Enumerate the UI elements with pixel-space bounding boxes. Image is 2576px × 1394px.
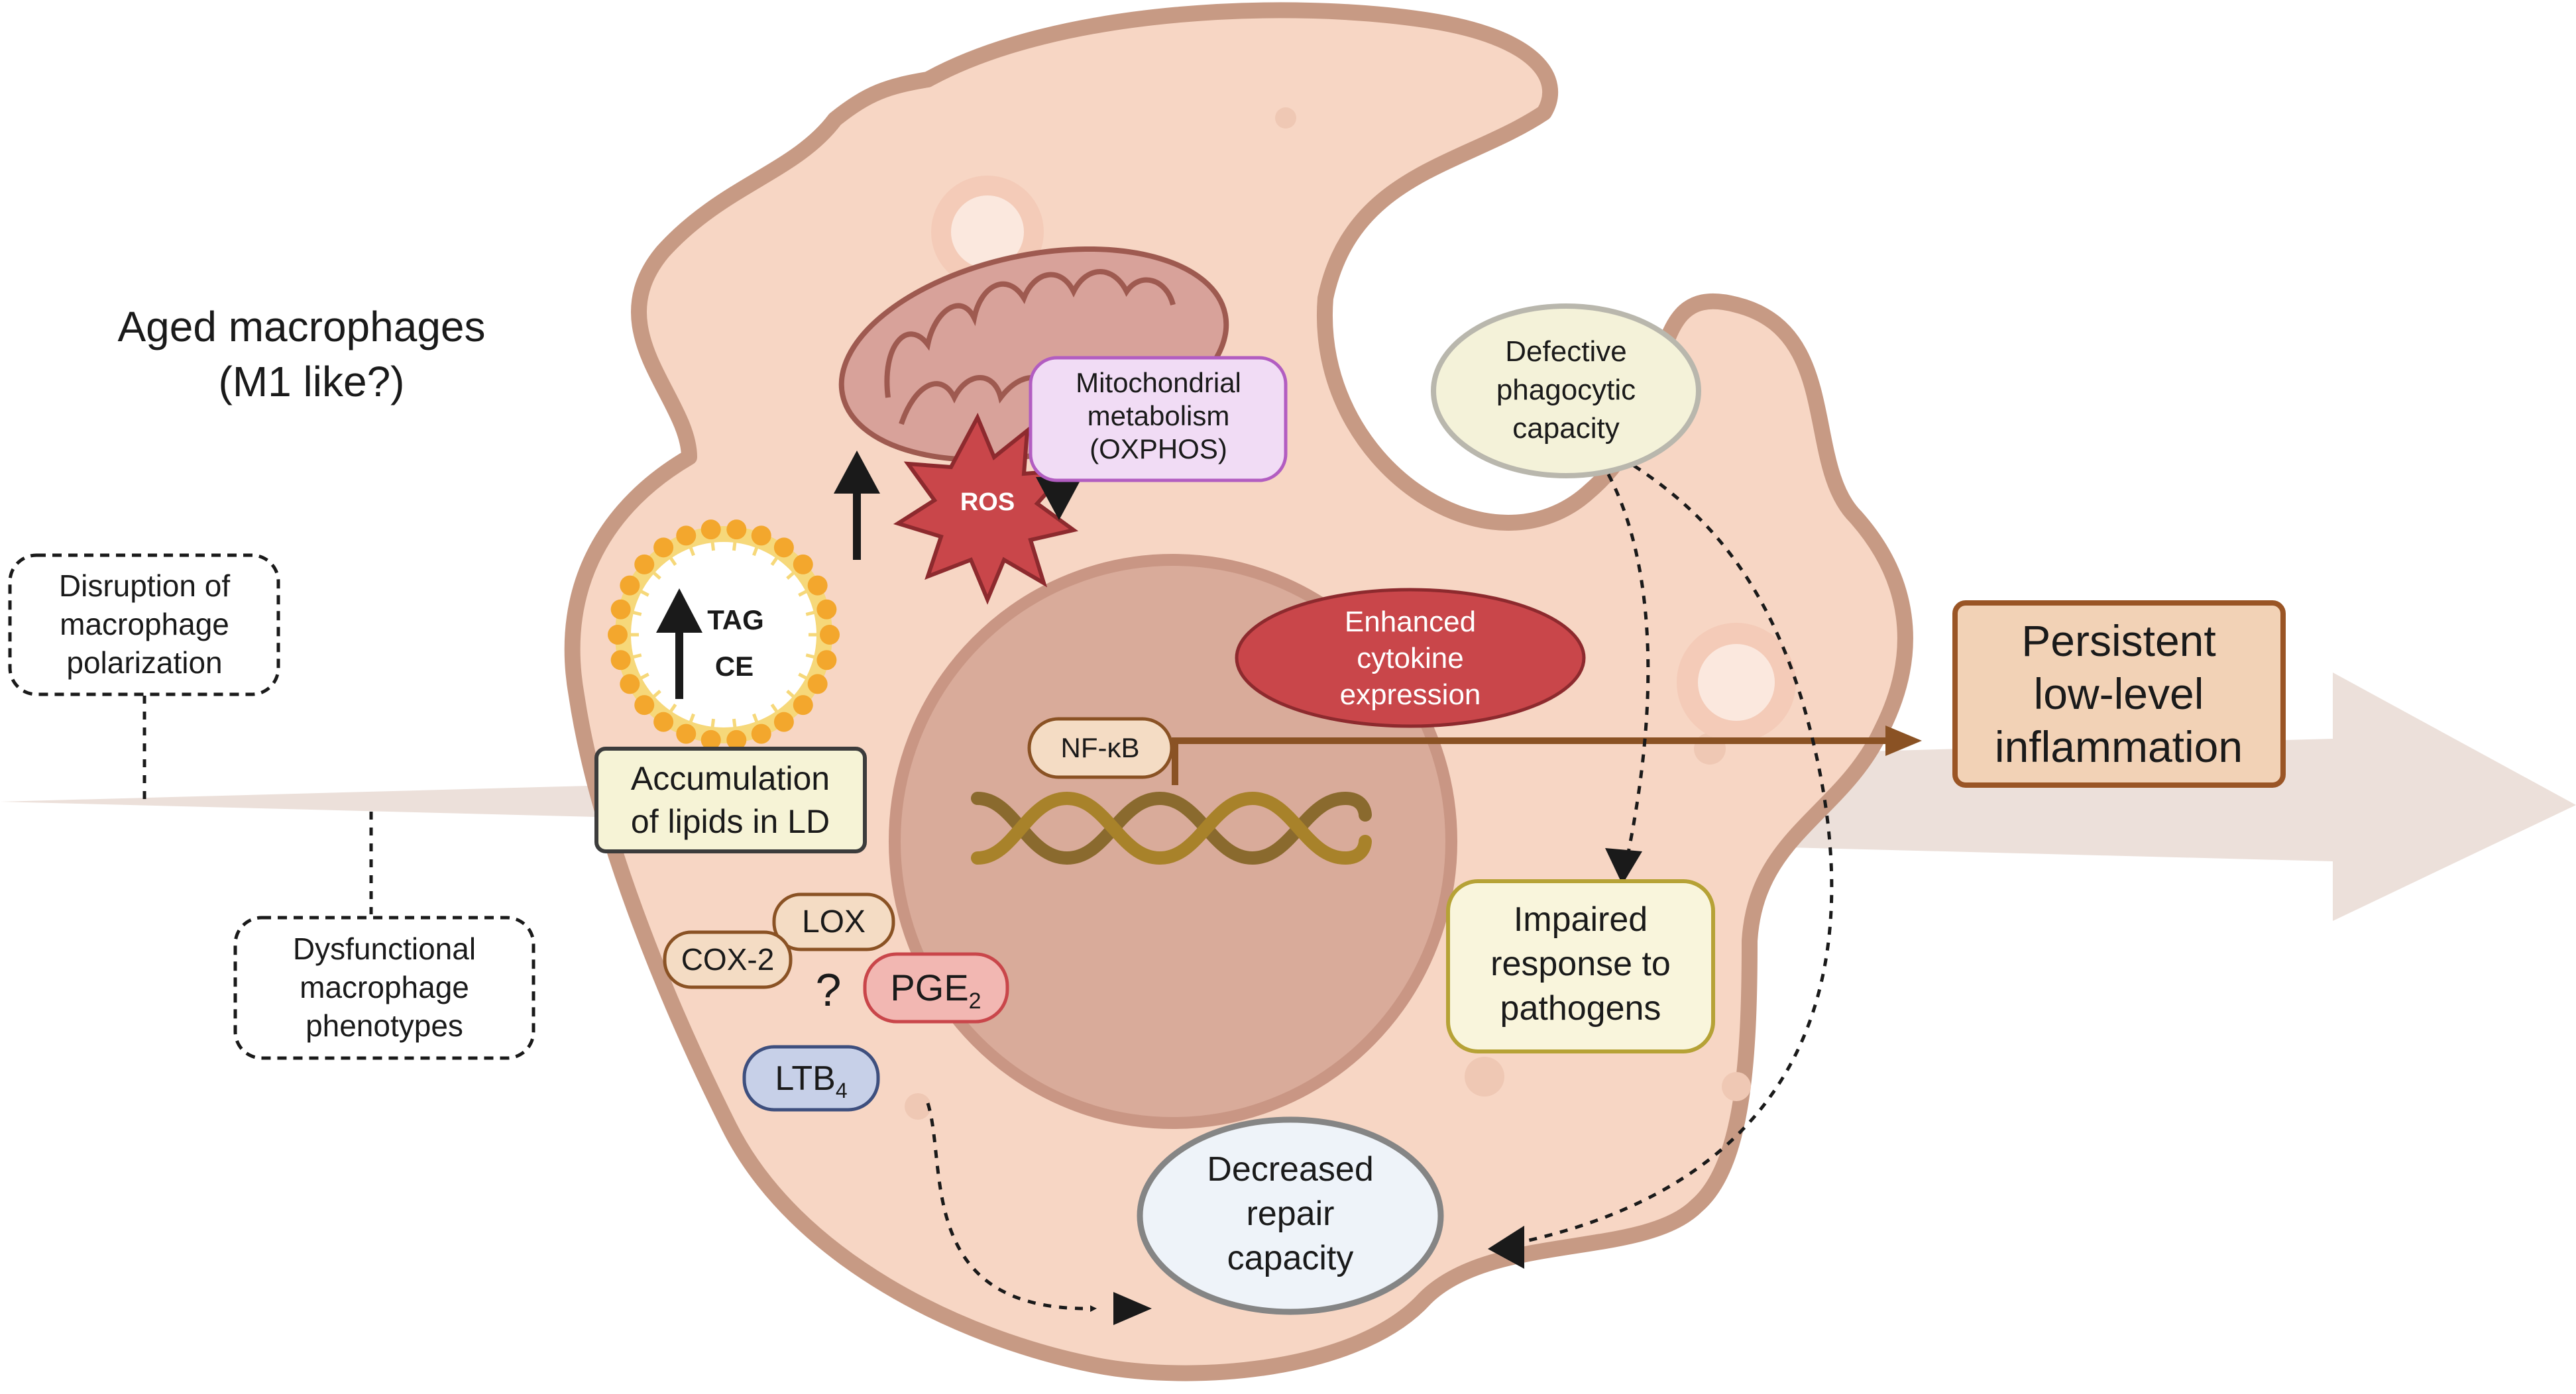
polarization-box: Disruption of macrophage polarization <box>8 553 280 696</box>
phagocytic-repair-arrowhead <box>1488 1226 1524 1269</box>
lipid-head <box>700 519 721 540</box>
lipid-head <box>653 537 674 558</box>
phagocytic-line2: phagocytic <box>1496 374 1636 406</box>
dotted-connectors <box>142 455 1834 1313</box>
lipid-head <box>793 695 813 716</box>
ltb4-base: LTB <box>775 1059 836 1098</box>
title-line2: (M1 like?) <box>219 358 405 405</box>
repair-line3: capacity <box>1227 1239 1354 1277</box>
repair-ellipse: Decreased repair capacity <box>1137 1116 1444 1315</box>
tag-label: TAG <box>707 604 764 635</box>
lipid-label-line2: of lipids in LD <box>631 803 830 840</box>
ltb4-pill: LTB4 <box>742 1045 880 1112</box>
pathogens-box: Impaired response to pathogens <box>1446 879 1715 1053</box>
mito-metabolism-box: Mitochondrial metabolism (OXPHOS) <box>1029 356 1288 482</box>
pathogens-line1: Impaired <box>1514 900 1648 939</box>
lipid-up-arrow <box>656 588 702 699</box>
phenotypes-box: Dysfunctional macrophage phenotypes <box>233 916 535 1060</box>
ros-label: ROS <box>960 488 1015 516</box>
phenotypes-line1: Dysfunctional <box>293 932 476 966</box>
lipid-head <box>807 575 828 596</box>
pathogens-line2: response to <box>1490 945 1671 983</box>
inflammation-line1: Persistent <box>2021 616 2215 665</box>
lipid-head <box>653 712 674 732</box>
lipid-head <box>793 554 813 574</box>
inflammation-line2: low-level <box>2034 669 2204 718</box>
mito-label-line2: metabolism <box>1088 400 1230 431</box>
repair-line1: Decreased <box>1207 1150 1373 1189</box>
repair-line2: repair <box>1247 1195 1335 1233</box>
lipid-head <box>620 674 640 694</box>
cox2-pill: COX-2 <box>663 930 793 989</box>
pge2-pill: PGE2 <box>863 952 1009 1024</box>
cox2-label: COX-2 <box>681 942 775 977</box>
lipid-head <box>700 729 721 750</box>
ltb4-label: LTB4 <box>775 1059 847 1102</box>
lipid-label-line1: Accumulation <box>631 760 830 797</box>
lipid-accumulation-box: Accumulation of lipids in LD <box>594 747 867 853</box>
lipid-head <box>820 625 840 645</box>
nfkb-arrow <box>1172 725 1922 785</box>
ltb4-subscript: 4 <box>836 1079 848 1102</box>
phagocytic-line1: Defective <box>1505 335 1626 368</box>
lipid-head <box>634 695 655 716</box>
phenotypes-line3: phenotypes <box>306 1008 463 1043</box>
lipid-head <box>773 537 794 558</box>
lipid-head <box>726 519 747 540</box>
vacuoles <box>931 176 1796 742</box>
lox-label: LOX <box>802 904 866 939</box>
lipid-head <box>773 712 794 732</box>
pge2-label: PGE2 <box>890 967 981 1014</box>
inflammation-line3: inflammation <box>1995 722 2243 771</box>
inflammation-box: Persistent low-level inflammation <box>1952 600 2286 788</box>
polarization-line3: polarization <box>66 645 222 680</box>
pge2-base: PGE <box>890 967 968 1008</box>
pathogens-line3: pathogens <box>1500 989 1661 1028</box>
cytokine-line2: cytokine <box>1357 642 1463 674</box>
nfkb-pill: NF-κB <box>1027 717 1174 779</box>
lipid-head <box>608 625 628 645</box>
phagocytic-line3: capacity <box>1512 412 1619 445</box>
pge2-subscript: 2 <box>969 989 981 1014</box>
cytokine-line3: expression <box>1340 678 1481 711</box>
lipid-head <box>807 674 828 694</box>
lox-pill: LOX <box>772 892 895 951</box>
lipid-head <box>676 525 697 546</box>
lipid-head <box>816 599 837 619</box>
ros-star: ROS <box>893 413 1079 605</box>
phagocytic-pathogens-arrowhead <box>1605 848 1642 885</box>
mito-label-line3: (OXPHOS) <box>1090 433 1227 464</box>
mito-label-line1: Mitochondrial <box>1076 367 1241 398</box>
polarization-line2: macrophage <box>60 607 229 641</box>
nfkb-label: NF-κB <box>1061 732 1140 763</box>
lipid-head <box>751 724 771 744</box>
phenotypes-line2: macrophage <box>300 970 469 1004</box>
lipid-head <box>610 650 631 670</box>
lipid-head <box>620 575 640 596</box>
lipid-head <box>751 525 771 546</box>
lipid-head <box>676 724 697 744</box>
lipid-head <box>816 650 837 670</box>
lipid-head <box>726 729 747 750</box>
lipid-droplet <box>608 519 840 750</box>
phagocytic-ellipse: Defective phagocytic capacity <box>1431 303 1701 478</box>
ros-up-arrow <box>834 451 880 560</box>
question-mark: ? <box>816 964 842 1016</box>
ltb4-repair-arrowhead <box>1113 1292 1152 1325</box>
dna-helix <box>971 791 1372 865</box>
cytokine-line1: Enhanced <box>1345 606 1476 638</box>
title-line1: Aged macrophages <box>117 303 485 350</box>
cytokine-ellipse: Enhanced cytokine expression <box>1235 588 1586 728</box>
polarization-line1: Disruption of <box>59 568 230 603</box>
lipid-head <box>610 599 631 619</box>
lipid-head <box>634 554 655 574</box>
ce-label: CE <box>715 651 754 682</box>
